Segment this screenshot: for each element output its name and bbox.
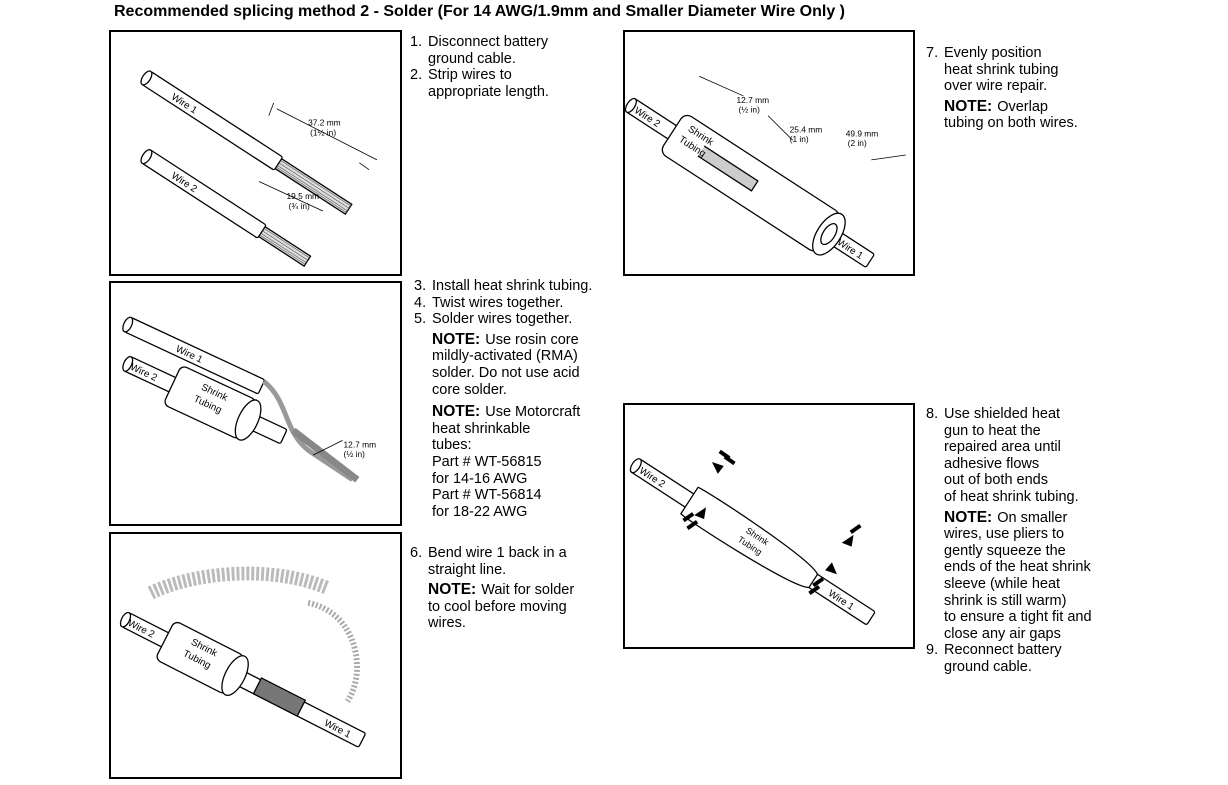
note-label: NOTE:: [428, 581, 477, 599]
step-text: Solder wires together.: [432, 311, 573, 328]
dim1b-text: (½ in): [739, 105, 761, 115]
dim1-text: 12.7 mm: [737, 95, 770, 105]
steps-1-2: 1. Disconnect battery ground cable. 2. Str…: [410, 34, 549, 100]
step-3: 3. Install heat shrink tubing.: [414, 278, 592, 295]
note-text: Use rosin core mildly-activated (RMA) so…: [432, 331, 580, 398]
note-text: Wait for solder to cool before moving wi…: [428, 582, 575, 632]
step-text: Reconnect battery ground cable.: [944, 642, 1062, 675]
step-2: 2. Strip wires to appropriate length.: [410, 67, 549, 100]
step-5: 5. Solder wires together.: [414, 311, 592, 328]
note-wait: NOTE:Wait for solder to cool before movi…: [410, 581, 575, 632]
note-label: NOTE:: [944, 97, 993, 115]
note-label: NOTE:: [432, 403, 481, 421]
step-text: Strip wires to appropriate length.: [428, 67, 549, 100]
step-6: 6. Bend wire 1 back in a straight line.: [410, 545, 574, 578]
step-text: Disconnect battery ground cable.: [428, 34, 549, 67]
note-overlap: NOTE:Overlap tubing on both wires.: [926, 97, 1078, 132]
step-4: 4. Twist wires together.: [414, 295, 592, 312]
step-7: 7. Evenly position heat shrink tubing ove…: [926, 45, 1078, 95]
step-text: Bend wire 1 back in a straight line.: [428, 545, 567, 578]
dim2b-text: (1 in): [790, 134, 809, 144]
step-number: 3.: [414, 278, 427, 294]
dim3-text: 49.9 mm: [846, 128, 879, 138]
step-number: 4.: [414, 294, 427, 311]
steps-8-9: 8. Use shielded heat gun to heat the repa…: [926, 406, 1092, 676]
step-8: 8. Use shielded heat gun to heat the repa…: [926, 406, 1092, 506]
note-pliers: NOTE:On smaller wires, use pliers to gen…: [926, 508, 1092, 643]
step-number: 8.: [926, 406, 939, 422]
step-1: 1. Disconnect battery ground cable.: [410, 34, 549, 67]
solder-wires-illustration: Wire 1 Wire 2 Shrink Tubing 12.7 mm (½ i…: [109, 281, 402, 526]
step-number: 2.: [410, 67, 423, 84]
note-label: NOTE:: [944, 508, 993, 526]
dim3b-text: (2 in): [848, 138, 867, 148]
step-number: 6.: [410, 545, 423, 561]
dim1b-text: (1½ in): [310, 127, 336, 137]
dim1-text: 37.2 mm: [308, 117, 341, 127]
step-9: 9. Reconnect battery ground cable.: [926, 642, 1092, 675]
strip-wires-illustration: Wire 1 Wire 2 37.2 mm (1½ in) 19.5 mm (¾: [109, 30, 402, 276]
step-text: Install heat shrink tubing.: [432, 278, 593, 294]
bend-wire-illustration: Wire 2 Wire 1 Shrink Tubing: [109, 532, 402, 779]
step-text: Twist wires together.: [432, 294, 564, 311]
step-number: 5.: [414, 311, 427, 328]
step-number: 7.: [926, 45, 939, 61]
dimb-text: (½ in): [344, 449, 366, 459]
step-6-block: 6. Bend wire 1 back in a straight line. N…: [410, 545, 574, 632]
note-rosin: NOTE:Use rosin core mildly-activated (RM…: [414, 330, 592, 398]
dim-text: 12.7 mm: [344, 439, 377, 449]
position-tubing-illustration: Wire 2 Wire 1 Shrink Tubing 12.7 mm (½ i…: [623, 30, 915, 276]
note-motorcraft: NOTE:Use Motorcraft heat shrinkable tube…: [414, 403, 592, 520]
step-number: 1.: [410, 34, 423, 50]
note-text: Overlap tubing on both wires.: [944, 98, 1078, 132]
page-title: Recommended splicing method 2 - Solder (…: [114, 3, 845, 20]
note-text: Use Motorcraft heat shrinkable tubes: Pa…: [432, 404, 581, 520]
note-text: On smaller wires, use pliers to gently s…: [944, 509, 1092, 642]
dim2-text: 25.4 mm: [790, 124, 823, 134]
heat-shrink-illustration: Wire 2 Wire 1 Shrink Tubing: [623, 403, 915, 649]
step-7-block: 7. Evenly position heat shrink tubing ove…: [926, 45, 1078, 132]
steps-3-5: 3. Install heat shrink tubing. 4. Twist wi…: [414, 278, 592, 520]
dim2b-text: (¾ in): [288, 201, 310, 211]
step-number: 9.: [926, 642, 939, 659]
dim2-text: 19.5 mm: [286, 191, 319, 201]
step-text: Use shielded heat gun to heat the repair…: [944, 406, 1079, 505]
heat-arrows: [682, 449, 862, 595]
step-text: Evenly position heat shrink tubing over …: [944, 45, 1059, 95]
note-label: NOTE:: [432, 330, 481, 348]
